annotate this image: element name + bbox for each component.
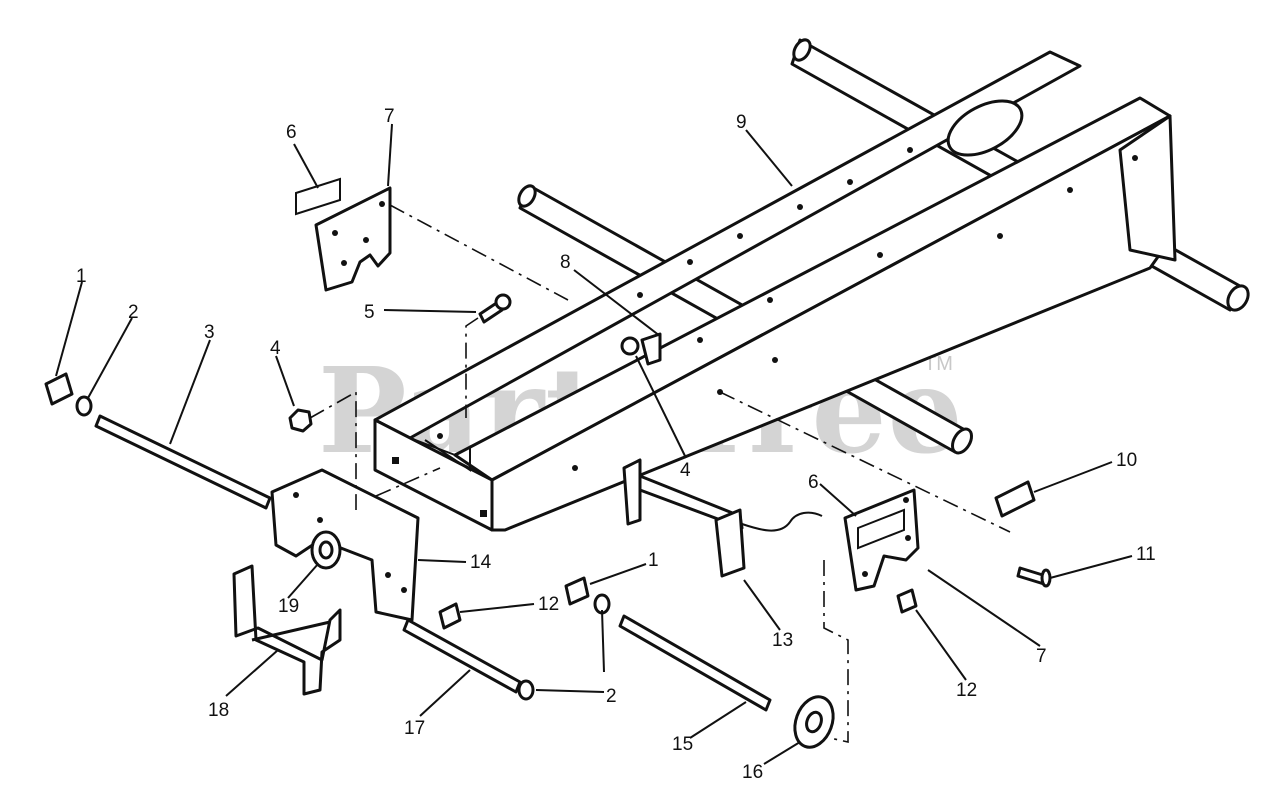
callout-1: 1 — [76, 266, 87, 287]
decal-upper — [295, 177, 341, 216]
bracket-plate-right — [843, 488, 920, 592]
roller-19 — [310, 530, 342, 570]
callout-18: 18 — [208, 700, 229, 721]
spring-1-center — [564, 576, 590, 606]
callout-5: 5 — [364, 302, 375, 323]
callout-8: 8 — [560, 252, 571, 273]
watermark-trademark: TM — [924, 353, 953, 375]
spring-10 — [994, 480, 1036, 518]
spring-1-left — [44, 372, 74, 406]
callout-6: 6 — [808, 472, 819, 493]
callout-17: 17 — [404, 718, 425, 739]
main-frame — [373, 50, 1177, 532]
callout-13: 13 — [772, 630, 793, 651]
callout-12: 12 — [538, 594, 559, 615]
callout-11: 11 — [1136, 544, 1156, 565]
callout-2: 2 — [606, 686, 617, 707]
bracket-18 — [232, 564, 342, 696]
bolt-5 — [478, 293, 512, 324]
callout-16: 16 — [742, 762, 763, 783]
nut-4-left — [288, 408, 313, 433]
callout-19: 19 — [278, 596, 299, 617]
rod-15 — [618, 614, 772, 712]
washer-2-lower — [517, 679, 535, 701]
washer-2-left — [75, 395, 93, 417]
callout-15: 15 — [672, 734, 693, 755]
callout-10: 10 — [1116, 450, 1137, 471]
callout-7: 7 — [1036, 646, 1047, 667]
callout-1: 1 — [648, 550, 659, 571]
spring-12-right — [896, 588, 918, 614]
spring-12-left — [438, 602, 462, 630]
callout-12: 12 — [956, 680, 977, 701]
callout-3: 3 — [204, 322, 215, 343]
callout-4: 4 — [270, 338, 281, 359]
nut-4-frame — [620, 332, 662, 366]
rod-3 — [94, 414, 272, 510]
callout-2: 2 — [128, 302, 139, 323]
callout-7: 7 — [384, 106, 395, 127]
callout-6: 6 — [286, 122, 297, 143]
bracket-plate-upper — [314, 186, 392, 292]
pulley-16 — [793, 695, 835, 749]
lift-arm-13 — [622, 458, 823, 578]
bolt-11 — [1016, 566, 1052, 588]
bracket-14 — [270, 468, 420, 622]
callout-4: 4 — [680, 460, 691, 481]
callout-9: 9 — [736, 112, 747, 133]
callout-14: 14 — [470, 552, 492, 573]
assembly-lines — [309, 204, 1011, 743]
leader-lines — [55, 123, 1133, 765]
rod-17 — [402, 618, 522, 694]
callout-labels: 1 2 3 4 5 6 7 8 9 4 10 6 11 14 1 19 12 1… — [76, 106, 1156, 783]
